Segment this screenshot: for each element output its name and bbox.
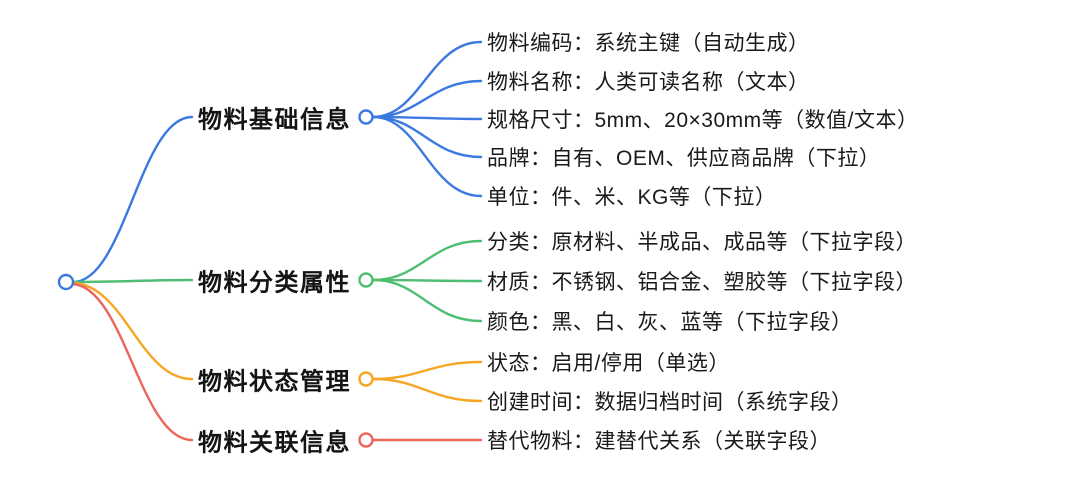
branch-circle-classification[interactable] <box>358 272 374 288</box>
leaf-material-name[interactable]: 物料名称：人类可读名称（文本） <box>487 71 810 94</box>
branch-circle-basic-info[interactable] <box>358 109 374 125</box>
leaf-unit[interactable]: 单位：件、米、KG等（下拉） <box>487 186 777 209</box>
connector-status-leaf-1 <box>371 360 483 381</box>
branch-node-association[interactable]: 物料关联信息 <box>198 429 351 457</box>
branch-node-classification[interactable]: 物料分类属性 <box>198 269 351 297</box>
branch-node-basic-info[interactable]: 物料基础信息 <box>198 106 351 134</box>
connector-classification-leaf-3 <box>371 278 483 323</box>
branch-circle-status[interactable] <box>358 371 374 387</box>
connector-classification-leaf-1 <box>371 239 483 282</box>
leaf-color[interactable]: 颜色：黑、白、灰、蓝等（下拉字段） <box>487 311 853 334</box>
connector-root-status <box>71 281 194 381</box>
connector-root-classification <box>71 278 194 284</box>
leaf-status[interactable]: 状态：启用/停用（单选） <box>487 352 730 375</box>
connector-basic-info-leaf-2 <box>371 79 483 119</box>
branch-circle-association[interactable] <box>358 432 374 448</box>
connector-basic-info-leaf-4 <box>371 115 483 159</box>
connector-root-basic-info <box>71 115 194 284</box>
connector-root-association <box>71 282 194 442</box>
leaf-material-code[interactable]: 物料编码：系统主键（自动生成） <box>487 32 810 55</box>
connector-classification-leaf-2 <box>371 278 483 283</box>
connector-status-leaf-2 <box>371 377 483 403</box>
leaf-created-time[interactable]: 创建时间：数据归档时间（系统字段） <box>487 391 853 414</box>
leaf-category[interactable]: 分类：原材料、半成品、成品等（下拉字段） <box>487 231 917 254</box>
leaf-brand[interactable]: 品牌：自有、OEM、供应商品牌（下拉） <box>487 147 881 170</box>
leaf-spec-size[interactable]: 规格尺寸：5mm、20×30mm等（数值/文本） <box>487 109 919 132</box>
root-node-circle[interactable] <box>57 273 75 291</box>
connector-basic-info-leaf-1 <box>371 40 483 119</box>
branch-node-status[interactable]: 物料状态管理 <box>198 368 351 396</box>
connector-basic-info-leaf-5 <box>371 115 483 198</box>
leaf-substitute-material[interactable]: 替代物料：建替代关系（关联字段） <box>487 430 831 453</box>
leaf-material-texture[interactable]: 材质：不锈钢、铝合金、塑胶等（下拉字段） <box>487 271 917 294</box>
